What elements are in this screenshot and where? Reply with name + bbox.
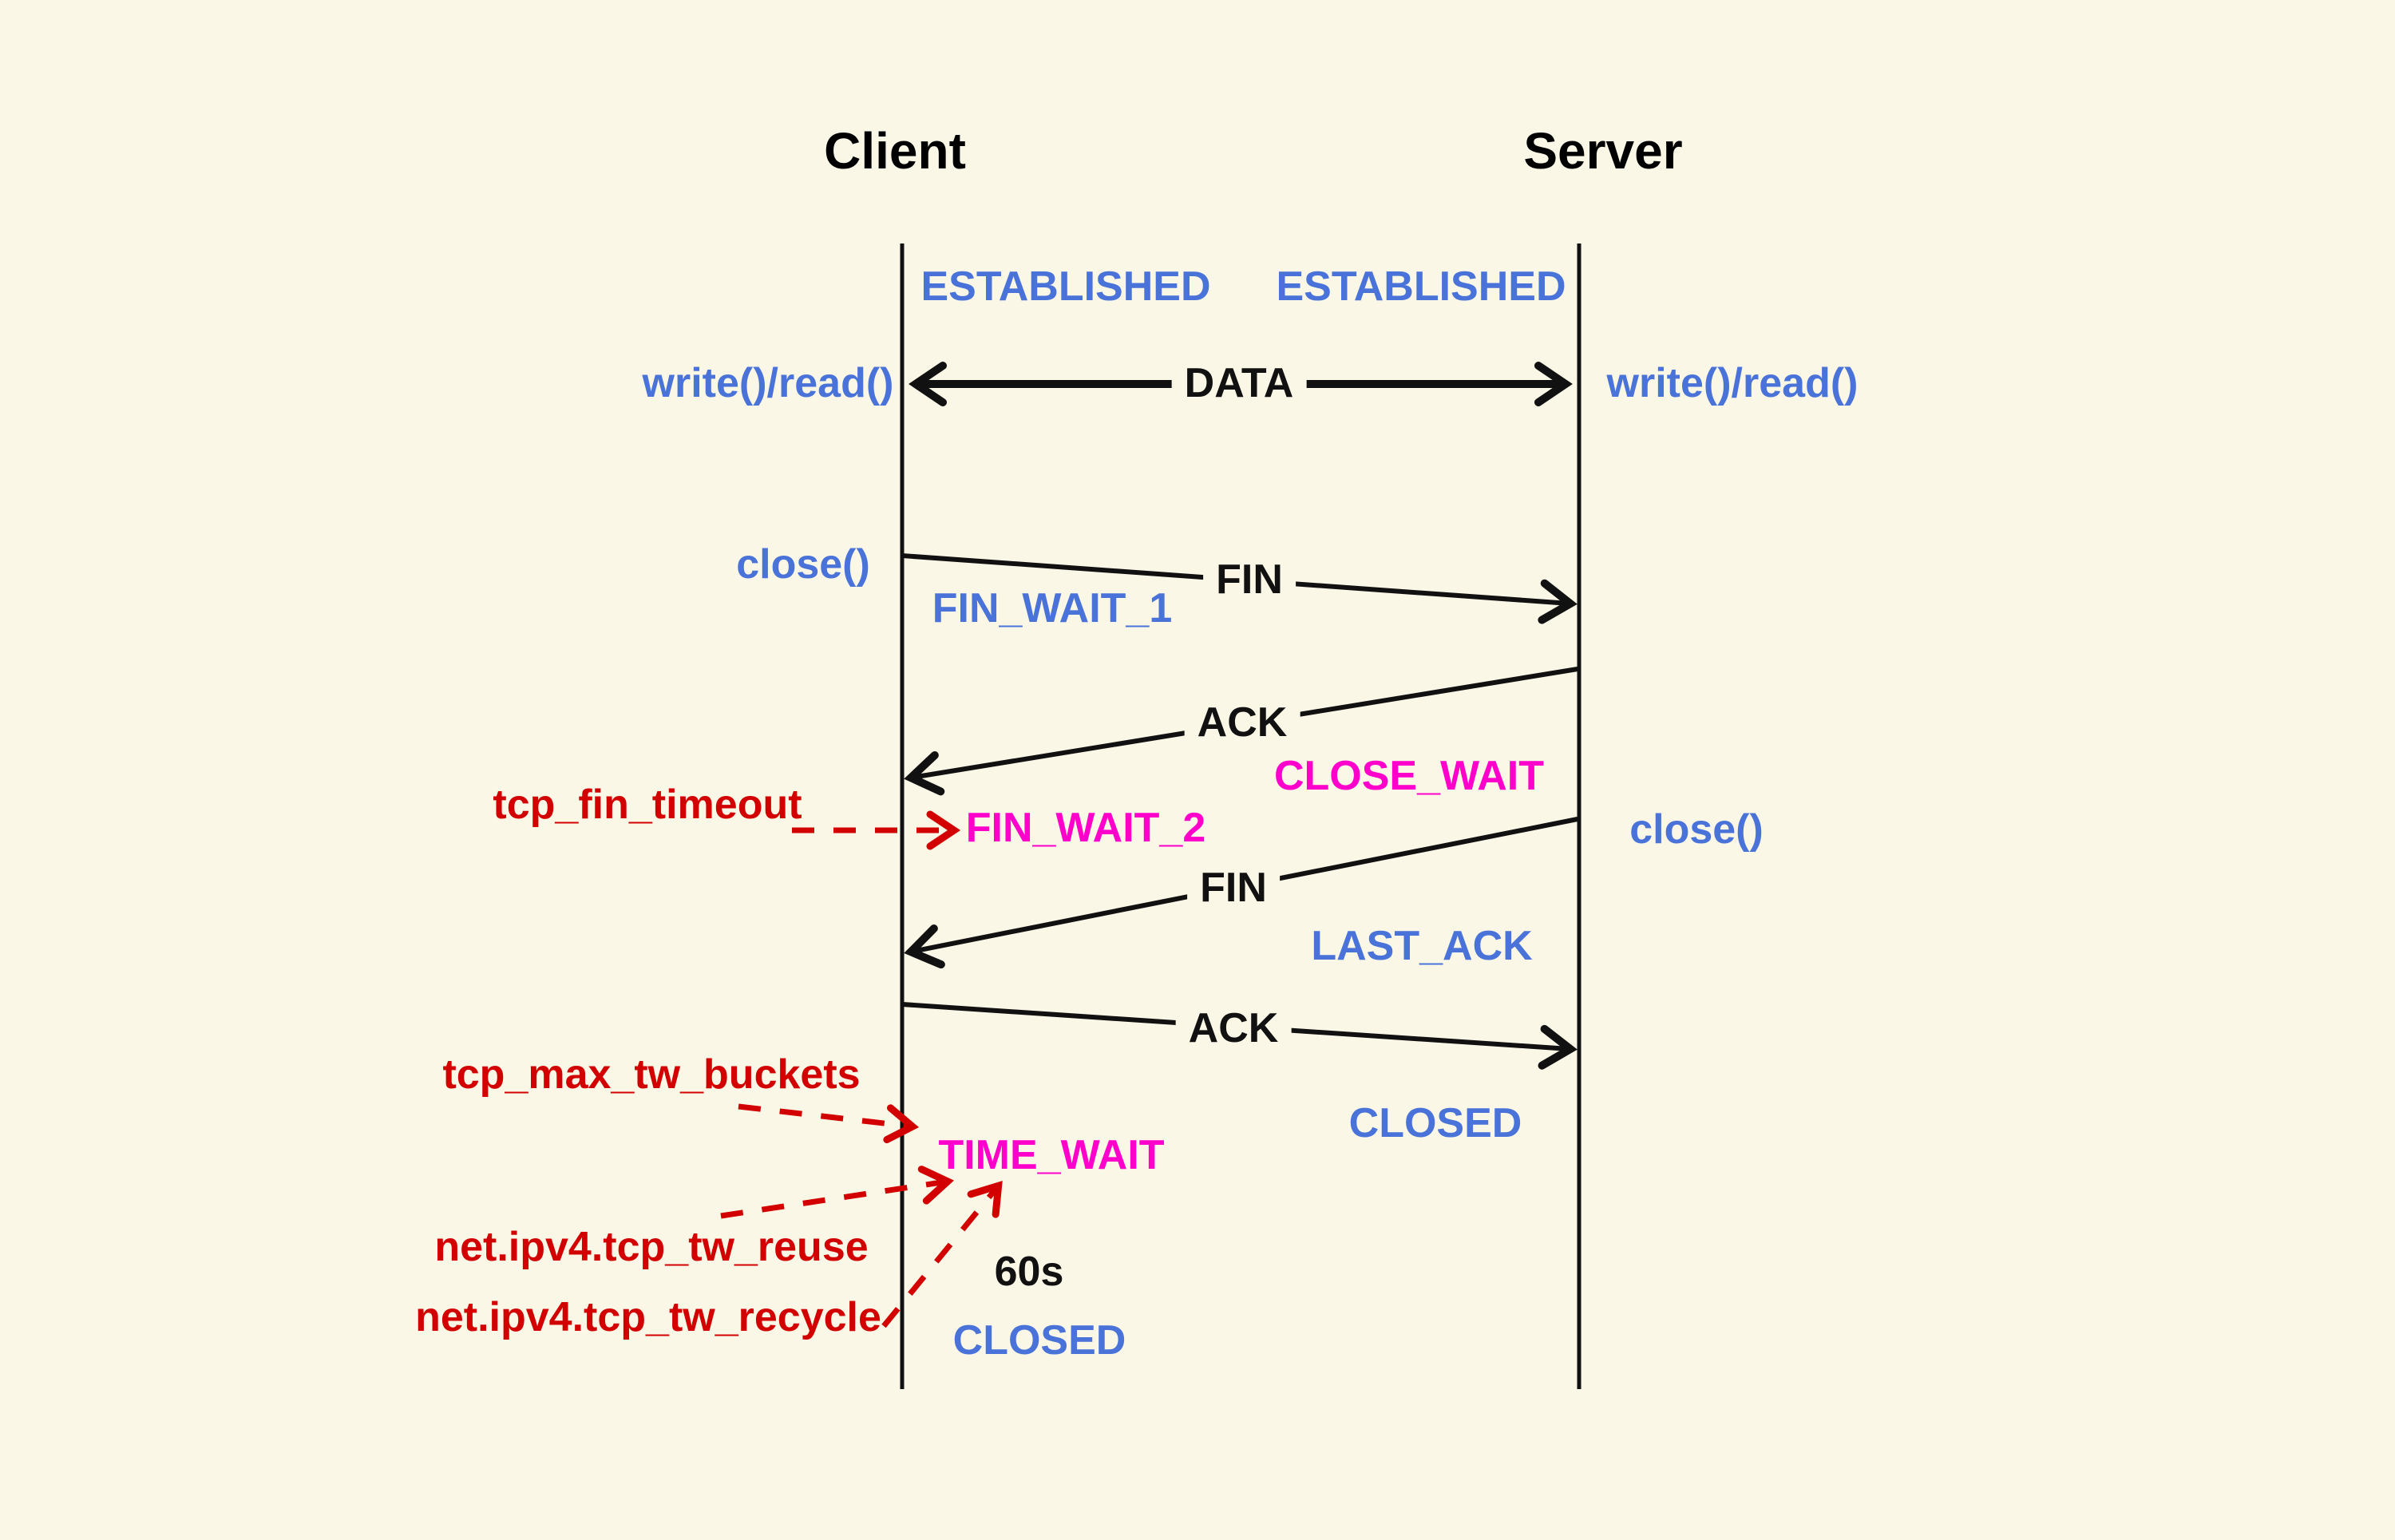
last-ack-label: LAST_ACK: [1311, 923, 1533, 970]
fin2-label: FIN: [1187, 865, 1280, 913]
client-closed-label: CLOSED: [952, 1317, 1126, 1364]
server-closed-label: CLOSED: [1348, 1100, 1522, 1147]
tw-recycle-arrow: [881, 1180, 1003, 1328]
client-established-label: ESTABLISHED: [920, 263, 1211, 311]
client-write-read-label: write()/read(): [642, 360, 894, 407]
fin1-label: FIN: [1203, 556, 1296, 604]
data-label: DATA: [1171, 360, 1307, 408]
time-wait-duration-label: 60s: [994, 1249, 1064, 1296]
ack1-label: ACK: [1184, 699, 1300, 747]
time-wait-label: TIME_WAIT: [938, 1132, 1165, 1179]
server-title: Server: [1523, 122, 1683, 180]
tw-recycle-label: net.ipv4.tcp_tw_recycle: [415, 1294, 881, 1341]
max-tw-buckets-arrow: [738, 1103, 920, 1144]
fin-wait-2-label: FIN_WAIT_2: [965, 805, 1206, 852]
tw-reuse-arrow: [720, 1166, 955, 1219]
client-title: Client: [824, 122, 966, 180]
server-close-label: close(): [1629, 806, 1764, 853]
close-wait-label: CLOSE_WAIT: [1273, 753, 1545, 800]
server-established-label: ESTABLISHED: [1276, 263, 1566, 311]
tcp-fin-timeout-label: tcp_fin_timeout: [493, 782, 802, 829]
ack2-label: ACK: [1175, 1005, 1292, 1053]
server-write-read-label: write()/read(): [1606, 360, 1859, 407]
tcp-max-tw-buckets-label: tcp_max_tw_buckets: [442, 1051, 861, 1099]
tw-reuse-label: net.ipv4.tcp_tw_reuse: [434, 1224, 869, 1271]
client-close-label: close(): [736, 541, 870, 588]
fin-wait-1-label: FIN_WAIT_1: [932, 585, 1173, 632]
